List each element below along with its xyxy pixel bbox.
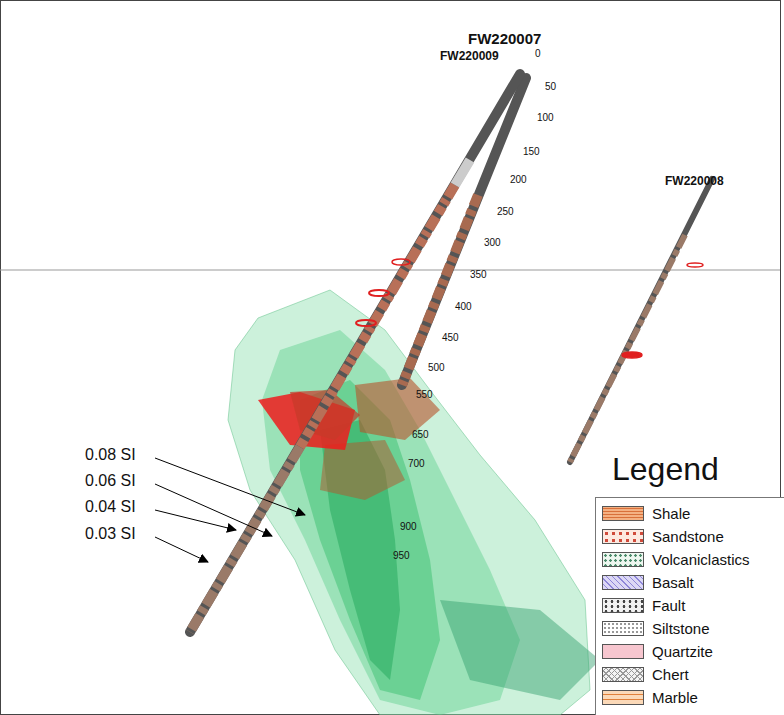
legend-text: Sandstone — [652, 528, 724, 546]
legend-swatch — [602, 667, 644, 682]
structure-disc — [687, 263, 703, 267]
drill-hole — [402, 78, 526, 385]
intercept-plane — [320, 440, 405, 500]
leader-arrow — [155, 484, 272, 536]
drill-hole-lithology — [300, 185, 455, 447]
legend-swatch — [602, 529, 644, 544]
legend-text: Shale — [652, 505, 690, 523]
depth-tick: 900 — [400, 521, 417, 532]
depth-tick: 300 — [484, 237, 501, 248]
legend-swatch — [602, 506, 644, 521]
depth-tick: 950 — [393, 550, 410, 561]
depth-tick: 700 — [408, 458, 425, 469]
depth-tick: 100 — [537, 112, 554, 123]
legend-text: Chert — [652, 666, 689, 684]
legend-swatch — [602, 621, 644, 636]
depth-tick: 450 — [442, 332, 459, 343]
shell-lobe — [440, 600, 600, 700]
legend-box — [596, 498, 784, 715]
structure-disc — [369, 290, 389, 296]
legend-swatch — [602, 552, 644, 567]
depth-tick: 350 — [470, 269, 487, 280]
legend-swatch — [602, 598, 644, 613]
structure-disc — [392, 259, 410, 265]
drill-hole-lithology — [455, 160, 470, 185]
drill-hole-lithology — [190, 447, 300, 632]
legend-text: Siltstone — [652, 620, 710, 638]
drill-hole-lithology — [570, 235, 685, 462]
legend-swatch — [602, 690, 644, 705]
depth-tick: 200 — [510, 174, 527, 185]
leader-arrow — [155, 510, 236, 530]
hole-name: FW220008 — [665, 175, 724, 188]
structure-disc — [622, 352, 642, 358]
legend-heading: Legend — [612, 452, 719, 487]
intercept-plane — [355, 378, 440, 440]
legend-text: Basalt — [652, 574, 694, 592]
si-contour-label: 0.03 SI — [85, 525, 136, 543]
depth-tick: 500 — [428, 362, 445, 373]
depth-tick: 150 — [523, 146, 540, 157]
si-contour-label: 0.08 SI — [85, 446, 136, 464]
leader-arrow — [155, 537, 208, 562]
depth-tick: 400 — [455, 301, 472, 312]
legend-swatch — [602, 644, 644, 659]
legend-text: Fault — [652, 597, 685, 615]
depth-tick: 250 — [497, 206, 514, 217]
drill-hole — [190, 74, 520, 632]
leader-arrow — [155, 458, 305, 515]
structure-disc — [356, 320, 376, 326]
legend-text: Quartzite — [652, 643, 713, 661]
depth-tick: 50 — [545, 81, 556, 92]
hole-name: FW220007 — [468, 31, 541, 48]
drill-hole-lithology — [402, 195, 478, 385]
legend-swatch — [602, 575, 644, 590]
legend-text: Volcaniclastics — [652, 551, 750, 569]
si-contour-label: 0.04 SI — [85, 498, 136, 516]
legend-text: Marble — [652, 689, 698, 707]
hole-name: FW220009 — [440, 50, 499, 63]
depth-tick: 550 — [416, 389, 433, 400]
depth-tick: 0 — [535, 48, 541, 59]
drill-hole — [570, 179, 712, 462]
depth-tick: 650 — [412, 429, 429, 440]
si-contour-label: 0.06 SI — [85, 472, 136, 490]
